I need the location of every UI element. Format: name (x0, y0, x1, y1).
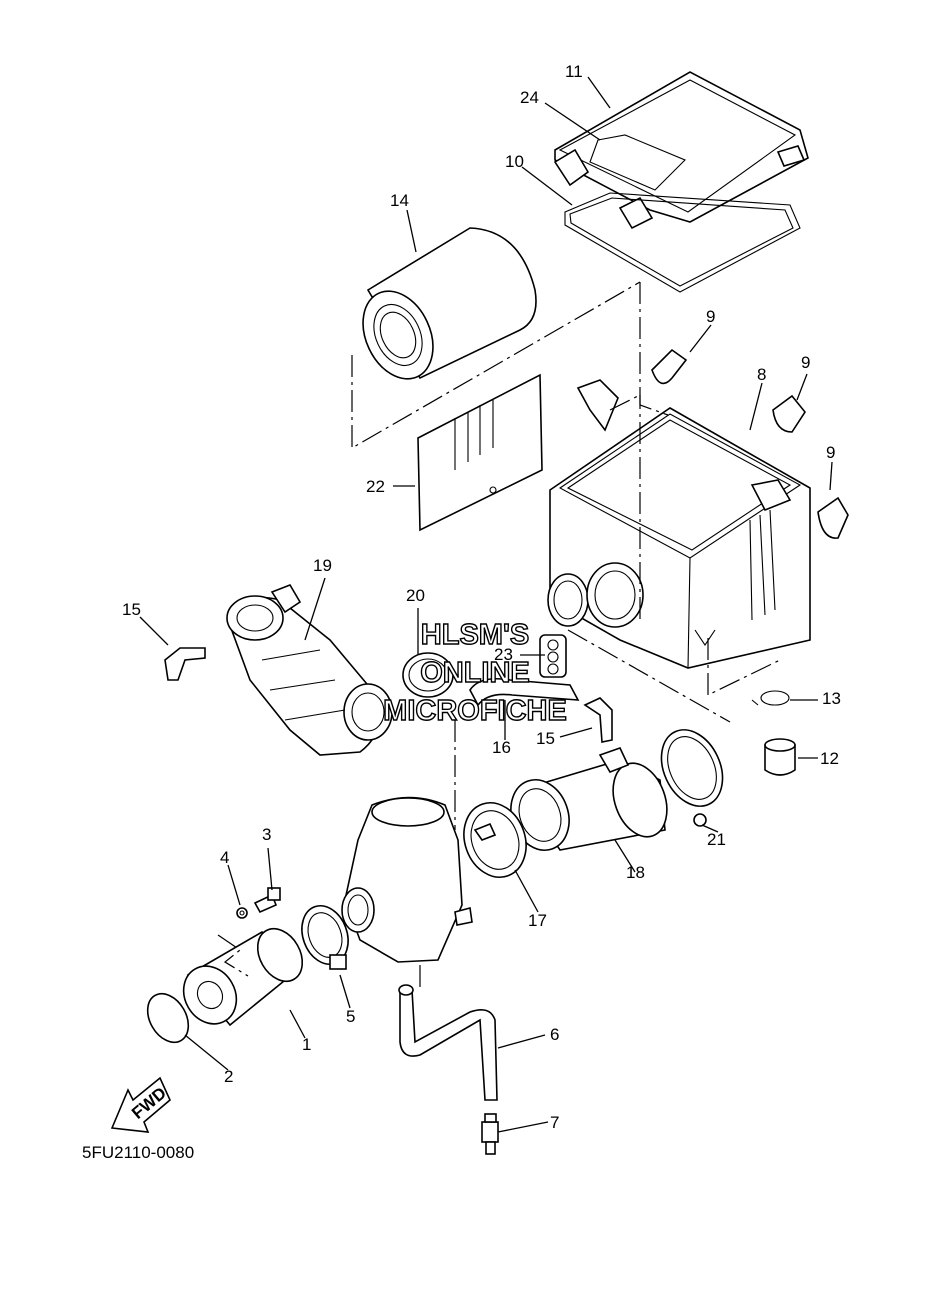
watermark: HLSM'S ONLINE MICROFICHE (382, 618, 567, 727)
callout-15a: 15 (122, 600, 141, 619)
callout-2: 2 (224, 1067, 233, 1086)
holder-23 (539, 634, 567, 678)
callout-4: 4 (220, 848, 229, 867)
callout-labels: 11 24 10 14 9 9 8 9 22 19 20 15 23 13 15… (122, 62, 841, 1132)
callout-17: 17 (528, 911, 547, 930)
leader-lines (139, 76, 833, 1133)
callout-6: 6 (550, 1025, 559, 1044)
clip-9c (817, 496, 849, 539)
callout-10: 10 (505, 152, 524, 171)
elbow-fitting-right (583, 697, 613, 743)
watermark-line-2: ONLINE (420, 657, 530, 689)
hose-clamp-20 (402, 652, 454, 698)
drain-hose (398, 984, 498, 1101)
watermark-line-1: HLSM'S (421, 619, 529, 651)
clip-9a (651, 348, 688, 385)
carburetor (341, 796, 473, 963)
callout-11: 11 (565, 62, 583, 81)
callout-13: 13 (822, 689, 841, 708)
callout-9c: 9 (826, 443, 835, 462)
air-intake-joint (510, 747, 668, 851)
callout-16: 16 (492, 738, 511, 757)
callout-14: 14 (390, 191, 409, 210)
callout-7: 7 (550, 1113, 559, 1132)
airbox-case (547, 379, 811, 669)
callout-9b: 9 (801, 353, 810, 372)
callout-22: 22 (366, 477, 385, 496)
callout-21: 21 (707, 830, 726, 849)
intake-duct (226, 584, 393, 756)
callout-12: 12 (820, 749, 839, 768)
callout-19: 19 (313, 556, 332, 575)
hose-clamp-21 (660, 729, 724, 827)
hose-clamp-5 (301, 905, 349, 970)
cover-gasket (564, 192, 801, 293)
small-clip (751, 690, 790, 706)
callout-20: 20 (406, 586, 425, 605)
filter-plate (417, 373, 543, 532)
clip-9b (772, 394, 806, 433)
breather-hose (469, 677, 580, 707)
assembly-lines (217, 281, 781, 990)
callout-9a: 9 (706, 307, 715, 326)
diagram-code: 5FU2110-0080 (82, 1143, 194, 1162)
drain-cap (764, 738, 796, 776)
callout-24: 24 (520, 88, 539, 107)
air-filter-element (362, 227, 537, 380)
callout-23: 23 (494, 645, 513, 664)
callout-15b: 15 (536, 729, 555, 748)
callout-18: 18 (626, 863, 645, 882)
callout-1: 1 (302, 1035, 311, 1054)
callout-5: 5 (346, 1007, 355, 1026)
fwd-arrow: FWD (110, 1076, 171, 1133)
carburetor-joint (182, 927, 304, 1027)
airbox-cover (553, 71, 809, 230)
callout-3: 3 (262, 825, 271, 844)
elbow-fitting-left (164, 647, 206, 681)
washer (236, 907, 248, 919)
screw (253, 887, 281, 914)
hose-plug (481, 1113, 499, 1155)
callout-8: 8 (757, 365, 766, 384)
watermark-line-3: MICROFICHE (383, 695, 567, 727)
hose-clamp-17 (463, 802, 527, 878)
o-ring (146, 992, 190, 1044)
